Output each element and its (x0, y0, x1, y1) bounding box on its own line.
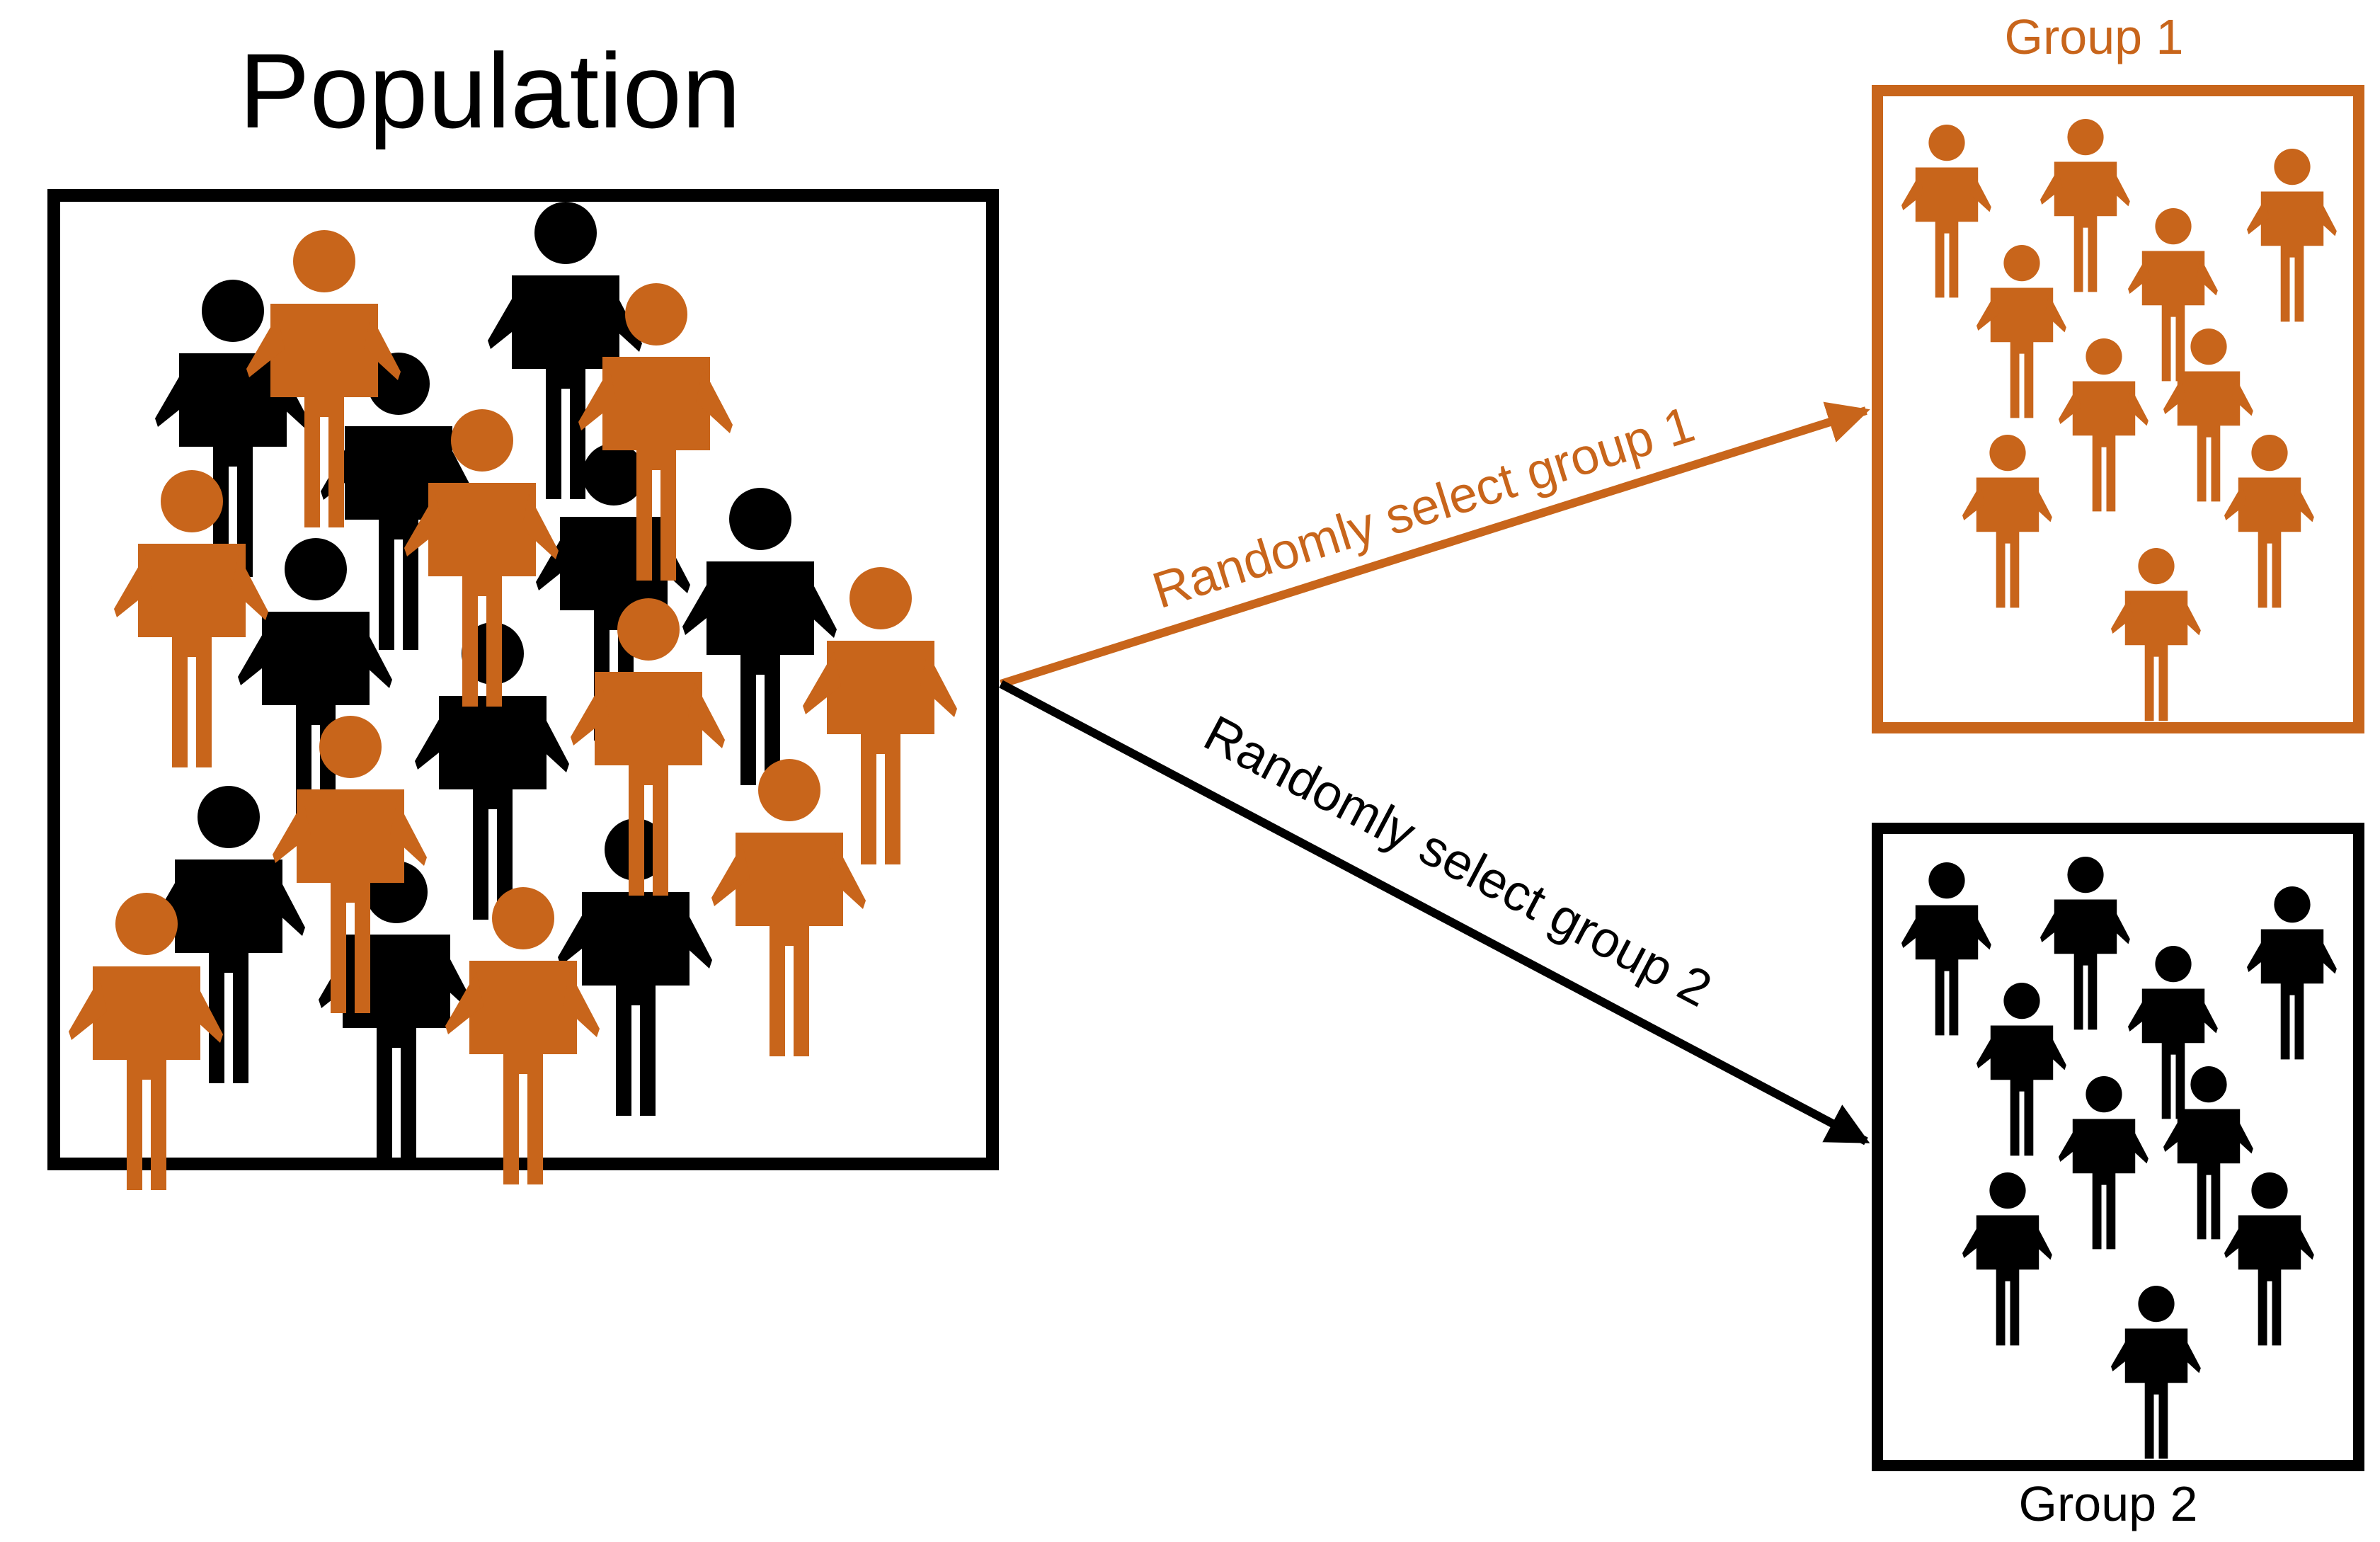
group1-person-icon-9 (2224, 435, 2314, 608)
group2-person-icon-2 (2040, 857, 2130, 1030)
group1-person-icon-10 (2111, 548, 2201, 721)
group1-person-icon-5 (1976, 245, 2066, 418)
group2-person-icon-6 (2059, 1076, 2149, 1250)
group2-box (1872, 823, 2364, 1471)
population-person-icon-18 (711, 759, 866, 1056)
arrow-to-group2 (999, 680, 1870, 1146)
arrow-label-group2: Randomly select group 2 (1195, 705, 1720, 1018)
group2-person-icon-1 (1901, 862, 1991, 1036)
group2-person-icon-10 (2111, 1286, 2201, 1459)
population-title: Population (239, 31, 741, 150)
population-box (47, 189, 999, 1170)
group2-person-icon-5 (1976, 983, 2066, 1156)
arrow-to-group1 (1000, 401, 1870, 688)
population-person-icon-5 (682, 488, 837, 785)
group2-people (1901, 857, 2337, 1459)
arrow-label-group1: Randomly select group 1 (1146, 396, 1701, 619)
group2-label: Group 2 (2019, 1476, 2198, 1531)
population-people (69, 202, 957, 1190)
group1-person-icon-6 (2059, 338, 2149, 512)
group1-people (1901, 119, 2337, 721)
group1-label: Group 1 (2005, 9, 2184, 64)
group2-person-icon-9 (2224, 1172, 2314, 1346)
group1-person-icon-1 (1901, 125, 1991, 298)
group2-person-icon-3 (2247, 886, 2337, 1060)
group1-person-icon-2 (2040, 119, 2130, 292)
group2-person-icon-8 (1962, 1172, 2052, 1346)
group1-person-icon-3 (2247, 149, 2337, 322)
group1-box (1872, 85, 2364, 733)
group1-person-icon-8 (1962, 435, 2052, 608)
